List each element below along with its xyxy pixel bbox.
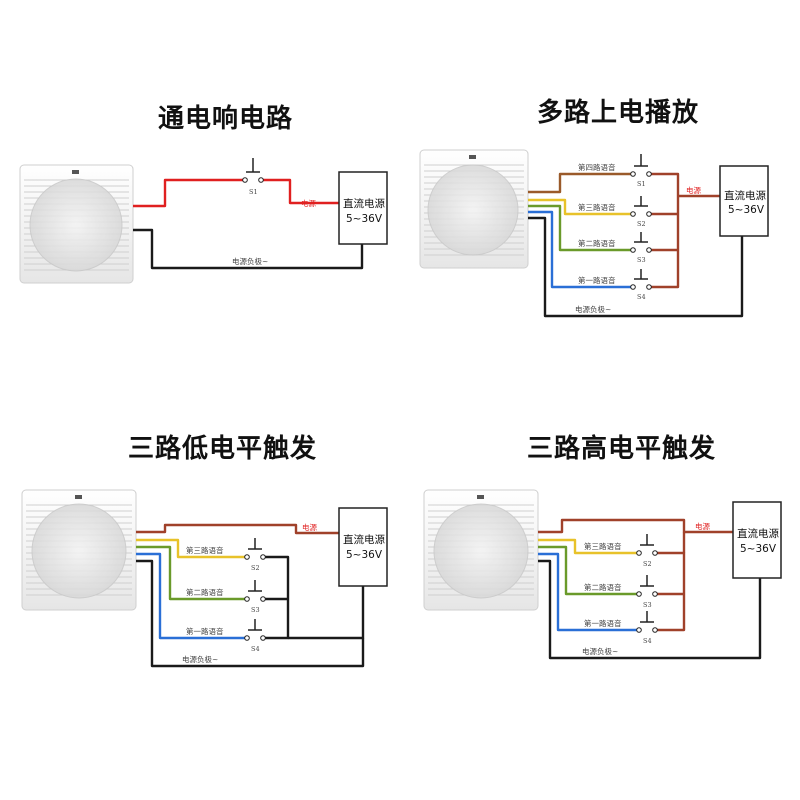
- channel-label: 第二路语音: [584, 582, 622, 592]
- switch-s3: S3: [244, 580, 266, 614]
- switch-label: S3: [637, 256, 646, 264]
- switch-label: S3: [643, 601, 652, 609]
- panel1-title: 通电响电路: [158, 104, 294, 134]
- switch-s2: S2: [244, 538, 266, 572]
- psu-text: 直流电源: [343, 533, 385, 546]
- panel3-title: 三路低电平触发: [128, 434, 318, 464]
- switch-label: S2: [643, 560, 652, 568]
- psu-1: 直流电源 5~36V: [338, 171, 388, 245]
- channel-label: 第一路语音: [584, 618, 622, 628]
- panel2-diagram: S1 S2 S3 S4 第四路语音 第三路语音 第二路语音 第一路语音 电源 电…: [419, 149, 769, 318]
- power-label: 电源: [686, 185, 701, 195]
- switch-label: S3: [251, 606, 260, 614]
- channel-label: 第三路语音: [578, 202, 616, 212]
- switch-s2: S2: [630, 196, 652, 228]
- panel2-title: 多路上电播放: [537, 98, 700, 128]
- psu-text: 直流电源: [724, 189, 766, 202]
- switch-label: S2: [251, 564, 260, 572]
- psu-voltage: 5~36V: [346, 549, 383, 561]
- channel-label: 第二路语音: [186, 587, 224, 597]
- channel-label: 第二路语音: [578, 238, 616, 248]
- speaker-4: [423, 489, 539, 611]
- speaker-2: [419, 149, 529, 269]
- switch-s3: S3: [630, 232, 652, 264]
- switch-s1: S1: [630, 154, 652, 188]
- panel4-title: 三路高电平触发: [527, 434, 717, 464]
- channel-label: 第四路语音: [578, 162, 616, 172]
- negative-label: 电源负极~: [575, 304, 611, 314]
- negative-label: 电源负极~: [232, 256, 268, 266]
- switch-label: S1: [637, 180, 646, 188]
- power-label: 电源: [301, 198, 316, 208]
- psu-voltage: 5~36V: [346, 213, 383, 225]
- channel-label: 第一路语音: [186, 626, 224, 636]
- switch-s4: S4: [630, 269, 652, 301]
- psu-3: 直流电源 5~36V: [338, 507, 388, 587]
- psu-4: 直流电源 5~36V: [732, 501, 782, 579]
- switch-label: S4: [643, 637, 652, 645]
- switch-label: S4: [637, 293, 646, 301]
- panel1-diagram: S1 电源 电源负极~ 直流电源 5~36V: [19, 158, 388, 284]
- switch-label: S2: [637, 220, 646, 228]
- panel3-diagram: S2 S3 S4 第三路语音 第二路语音 第一路语音 电源 电源负极~ 直流电源…: [21, 489, 388, 668]
- switch-s4: S4: [636, 611, 658, 645]
- channel-label: 第三路语音: [584, 541, 622, 551]
- psu-2: 直流电源 5~36V: [719, 165, 769, 237]
- panel4-diagram: S2 S3 S4 第三路语音 第二路语音 第一路语音 电源 电源负极~ 直流电源…: [423, 489, 782, 660]
- negative-label: 电源负极~: [182, 654, 218, 664]
- switch-s1: S1: [242, 158, 264, 196]
- psu-text: 直流电源: [343, 197, 385, 210]
- switch-s2: S2: [636, 534, 658, 568]
- power-label: 电源: [695, 521, 710, 531]
- switch-s3: S3: [636, 575, 658, 609]
- switch-label: S4: [251, 645, 260, 653]
- power-label: 电源: [302, 522, 317, 532]
- switch-s4: S4: [244, 619, 266, 653]
- speaker-3: [21, 489, 137, 611]
- negative-label: 电源负极~: [582, 646, 618, 656]
- speaker-1: [19, 164, 134, 284]
- channel-label: 第三路语音: [186, 545, 224, 555]
- channel-label: 第一路语音: [578, 275, 616, 285]
- psu-voltage: 5~36V: [728, 204, 765, 216]
- psu-text: 直流电源: [737, 527, 779, 540]
- switch-label: S1: [249, 188, 258, 196]
- psu-voltage: 5~36V: [740, 543, 777, 555]
